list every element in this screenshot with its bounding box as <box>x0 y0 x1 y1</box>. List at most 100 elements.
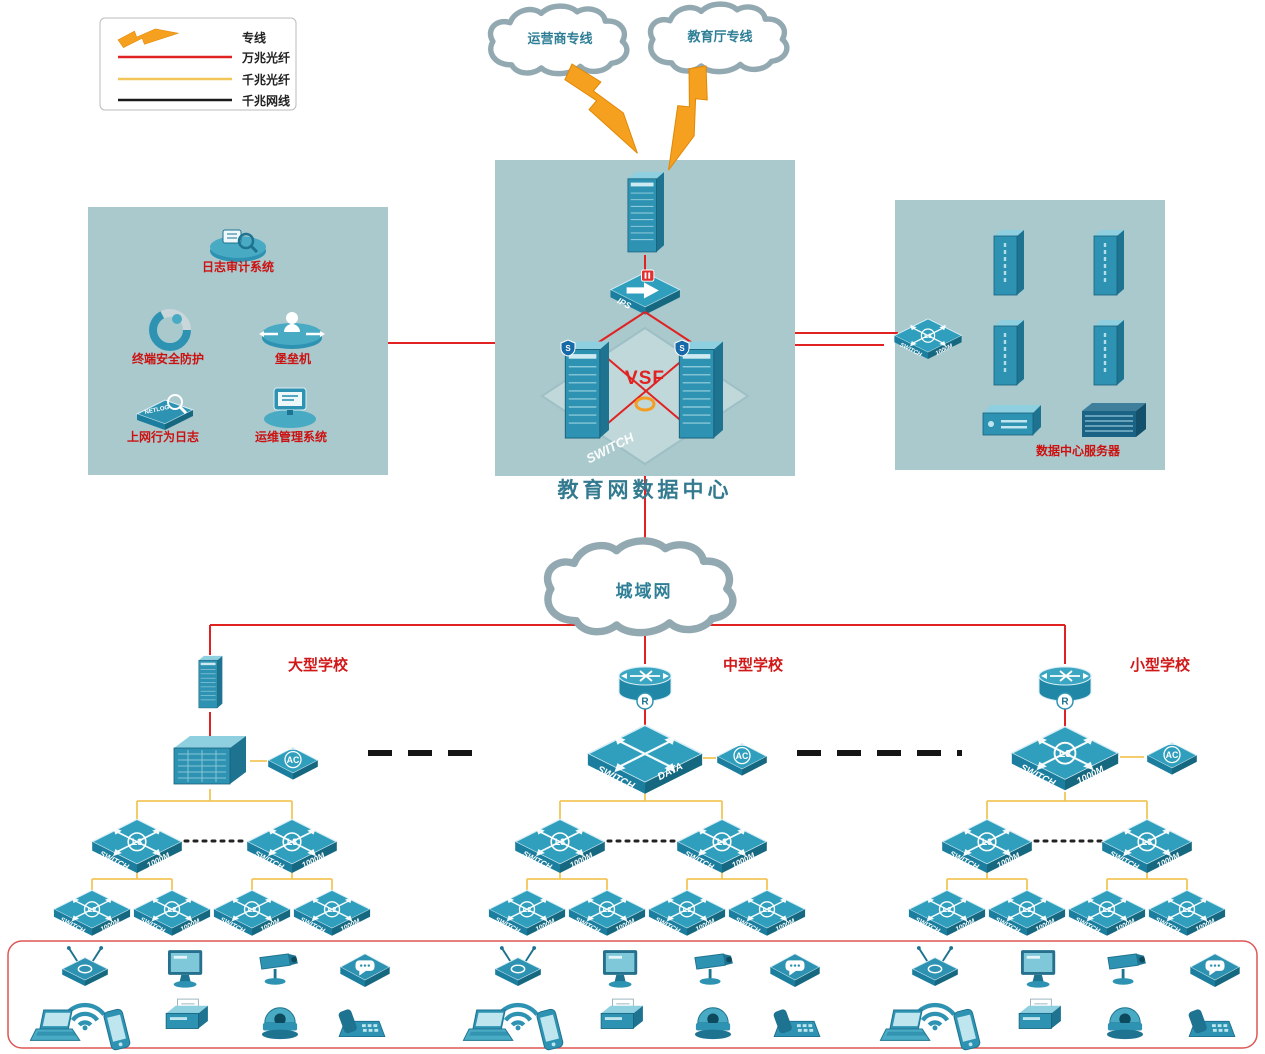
ac-controller-icon[interactable]: AC <box>267 746 319 781</box>
router-icon[interactable]: R <box>618 666 672 710</box>
router-icon[interactable]: R <box>1038 666 1092 710</box>
switch-badge-ring <box>678 901 696 918</box>
netlog-icon[interactable]: NETLOG <box>135 394 195 430</box>
medium-school-name: 中型学校 <box>723 656 784 674</box>
server-zone-label: 数据中心服务器 <box>1036 443 1121 458</box>
switch-badge-ring <box>938 901 956 918</box>
switch-badge-ring <box>518 901 536 918</box>
legend: 专线 万兆光纤 千兆光纤 千兆网线 <box>99 17 297 111</box>
core-gateway-device[interactable] <box>627 171 665 253</box>
vsf-server-icon[interactable] <box>678 340 724 439</box>
carrier-cloud[interactable]: 运营商专线 <box>490 6 626 73</box>
terminal-security-icon[interactable] <box>149 309 191 351</box>
switch-badge: L3 <box>555 837 565 847</box>
switch-badge: L2 <box>328 905 337 914</box>
switch-badge-ring <box>1053 741 1077 765</box>
netlog-text: NETLOG <box>144 405 170 416</box>
switch-badge: L2 <box>523 905 532 914</box>
switch-badge-ring <box>282 832 302 852</box>
netlog-label: 上网行为日志 <box>127 429 199 444</box>
security-zone-devices: 日志审计系统 终端安全防护 堡垒机 NETLOG 上网行为日志 <box>127 229 327 444</box>
school-core-device[interactable] <box>173 735 247 785</box>
switch-badge: L2 <box>1183 905 1192 914</box>
clouds: 运营商专线 教育厅专线 城域网 <box>490 4 786 632</box>
bastion-icon[interactable] <box>259 312 325 349</box>
ops-mgmt-icon[interactable] <box>264 387 316 428</box>
ips-device[interactable]: IPS <box>609 269 681 315</box>
switch-badge-ring <box>550 832 570 852</box>
switch-badge-ring <box>1018 901 1036 918</box>
shield-icon: S <box>560 339 576 357</box>
server-icon[interactable] <box>992 228 1026 297</box>
vsf-label: VSF <box>625 368 665 389</box>
legend-item-label: 千兆光纤 <box>242 72 290 87</box>
router-badge: R <box>1061 697 1069 708</box>
ips-badge-icon <box>641 269 655 282</box>
router-badge: R <box>641 697 649 708</box>
link-icon <box>634 396 656 412</box>
switch-badge-ring <box>758 901 776 918</box>
vsf-server-icon[interactable] <box>564 340 610 439</box>
small-school-name: 小型学校 <box>1130 656 1191 674</box>
switch-badge-ring <box>243 901 261 918</box>
switch-badge: L3 <box>982 837 992 847</box>
switch-badge: L2 <box>763 905 772 914</box>
log-audit-icon[interactable] <box>210 229 266 262</box>
server-icon[interactable] <box>1092 228 1126 297</box>
switch-badge-ring <box>1178 901 1196 918</box>
switch-badge: L2 <box>88 905 97 914</box>
edu-cloud-label: 教育厅专线 <box>686 29 752 44</box>
shield-icon: S <box>674 339 690 357</box>
ac-controller-icon[interactable]: AC <box>716 742 768 777</box>
switch-badge: L3 <box>717 837 727 847</box>
lightning-bolts <box>559 53 725 175</box>
metro-cloud[interactable]: 城域网 <box>548 541 733 633</box>
lightning-bolt-icon <box>644 59 725 175</box>
log-audit-label: 日志审计系统 <box>202 259 274 274</box>
switch-badge: L3 <box>924 333 932 340</box>
server-icon[interactable] <box>992 318 1026 387</box>
svg-text:S: S <box>565 344 571 353</box>
router-badge-ring <box>1056 692 1074 710</box>
switch-badge: L3 <box>132 837 142 847</box>
bastion-label: 堡垒机 <box>275 351 311 366</box>
ac-controller-icon[interactable]: AC <box>1146 741 1198 776</box>
school-server-icon[interactable] <box>198 655 223 709</box>
large-school-name: 大型学校 <box>288 656 349 674</box>
switch-badge: L2 <box>603 905 612 914</box>
rack-switch-icon[interactable] <box>1081 402 1147 438</box>
server-icon[interactable] <box>1092 318 1126 387</box>
switch-badge-ring <box>83 901 101 918</box>
edu-cloud[interactable]: 教育厅专线 <box>650 4 786 71</box>
switch-badge: L2 <box>943 905 952 914</box>
switch-badge-ring <box>712 832 732 852</box>
switch-badge-ring <box>1137 832 1157 852</box>
storage-device-icon[interactable] <box>982 404 1042 436</box>
ops-mgmt-label: 运维管理系统 <box>255 429 327 444</box>
ac-label: AC <box>1166 750 1179 760</box>
carrier-cloud-label: 运营商专线 <box>527 31 592 46</box>
switch-badge: L3 <box>1142 837 1152 847</box>
switch-badge: L2 <box>1103 905 1112 914</box>
